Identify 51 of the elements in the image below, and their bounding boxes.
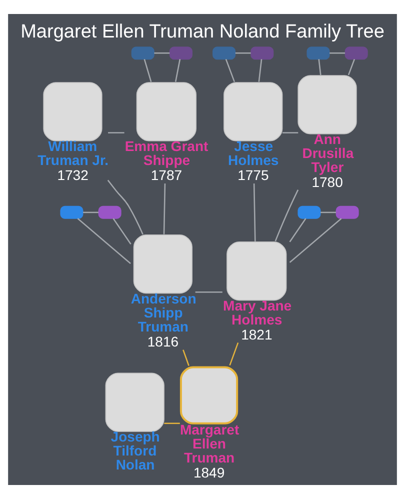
node-box: [212, 46, 236, 60]
node-label: 1780: [312, 174, 343, 190]
connector: [348, 58, 356, 75]
connector: [235, 52, 251, 54]
node-label: 1732: [57, 166, 88, 183]
node-box: [336, 205, 359, 218]
node-label: Ann Drusilla Tyler: [302, 130, 354, 175]
connector: [282, 132, 298, 133]
connector: [195, 290, 222, 292]
node-box: [131, 46, 154, 60]
connector: [144, 58, 152, 82]
connector: [107, 179, 144, 234]
connector: [83, 211, 98, 213]
connector: [320, 211, 336, 213]
node-label: 1849: [193, 464, 225, 480]
connector: [154, 52, 170, 54]
node-label: Joseph Tilford Nolan: [110, 428, 160, 472]
node-box: [306, 46, 330, 60]
node-box: [60, 205, 84, 218]
connector: [289, 218, 342, 262]
connector: [182, 349, 190, 366]
connector: [330, 52, 346, 54]
node-label: William Truman Jr.: [38, 137, 109, 168]
node-box: [250, 46, 274, 60]
node-box: [98, 205, 122, 218]
connector: [112, 218, 132, 244]
node-box: [169, 46, 192, 60]
connector: [274, 189, 299, 241]
node-label: 1821: [241, 326, 272, 342]
connector: [174, 58, 181, 82]
connector: [163, 183, 166, 234]
connector: [108, 132, 124, 133]
node-label: Margaret Ellen Truman: [180, 421, 240, 466]
connector: [258, 58, 262, 82]
node-label: Anderson Shipp Truman: [130, 290, 196, 334]
diagram-title: Margaret Ellen Truman Noland Family Tree: [20, 20, 384, 42]
connector: [225, 58, 236, 82]
node-label: 1787: [150, 166, 182, 183]
node-box: [298, 205, 321, 218]
connector: [77, 218, 131, 264]
node-label: 1816: [147, 332, 179, 349]
connector: [318, 58, 322, 75]
node-label: Mary Jane Holmes: [223, 296, 292, 327]
node-label: Emma Grant Shippe: [124, 137, 208, 168]
connector: [289, 218, 306, 242]
node-box: [344, 46, 368, 60]
connector: [253, 183, 256, 241]
node-label: 1775: [238, 166, 269, 183]
node-label: Jesse Holmes: [228, 137, 279, 168]
connector: [164, 422, 180, 424]
connector: [229, 342, 239, 366]
